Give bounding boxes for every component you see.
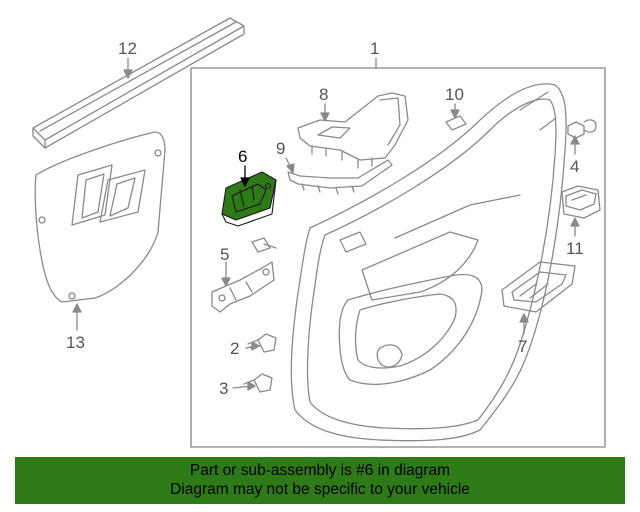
leader-arrow-4 xyxy=(570,135,580,155)
callout-13: 13 xyxy=(66,333,85,352)
leader-arrow-3 xyxy=(232,381,256,391)
insulation-pad-part-13 xyxy=(34,131,166,303)
bracket-part-5 xyxy=(211,261,275,313)
callout-7: 7 xyxy=(518,337,527,356)
leader-arrow-2 xyxy=(245,341,260,351)
leader-arrow-7 xyxy=(519,313,529,335)
callout-4: 4 xyxy=(570,157,579,176)
banner-line-2: Diagram may not be specific to your vehi… xyxy=(170,481,470,498)
leader-arrow-8 xyxy=(320,103,330,122)
leader-arrow-6 xyxy=(240,165,250,187)
info-banner: Part or sub-assembly is #6 in diagram Di… xyxy=(15,457,625,504)
callout-11: 11 xyxy=(566,239,584,258)
leader-arrow-5 xyxy=(221,261,231,287)
callout-6: 6 xyxy=(238,147,247,166)
parts-diagram: 1 12 8 10 4 9 6 11 5 7 13 2 3 xyxy=(32,17,606,448)
highlighted-part-6 xyxy=(221,171,277,227)
callout-8: 8 xyxy=(319,85,328,104)
leader-arrow-13 xyxy=(72,303,82,331)
screw xyxy=(251,237,277,253)
banner-line-1: Part or sub-assembly is #6 in diagram xyxy=(189,462,451,479)
callout-5: 5 xyxy=(220,245,229,264)
callout-12: 12 xyxy=(118,39,137,58)
weatherstrip-part-12 xyxy=(32,17,245,149)
callout-10: 10 xyxy=(445,85,464,104)
bezel-part-9 xyxy=(287,159,393,195)
door-panel-box xyxy=(190,67,606,448)
leader-arrow-11 xyxy=(570,217,580,237)
leader-arrow-12 xyxy=(123,57,133,79)
handle-housing-part-8 xyxy=(297,92,409,169)
pad-part-10 xyxy=(445,115,467,131)
switch-bezel-part-7 xyxy=(501,261,576,313)
callout-1: 1 xyxy=(370,39,379,58)
leader-arrow-9 xyxy=(285,157,295,174)
callout-9: 9 xyxy=(276,139,285,158)
clip-part-4 xyxy=(567,119,597,139)
callout-3: 3 xyxy=(219,379,228,398)
callout-2: 2 xyxy=(230,339,239,358)
door-trim-panel xyxy=(290,83,567,442)
switch-part-11 xyxy=(561,185,601,219)
leader-arrow-10 xyxy=(450,103,460,119)
